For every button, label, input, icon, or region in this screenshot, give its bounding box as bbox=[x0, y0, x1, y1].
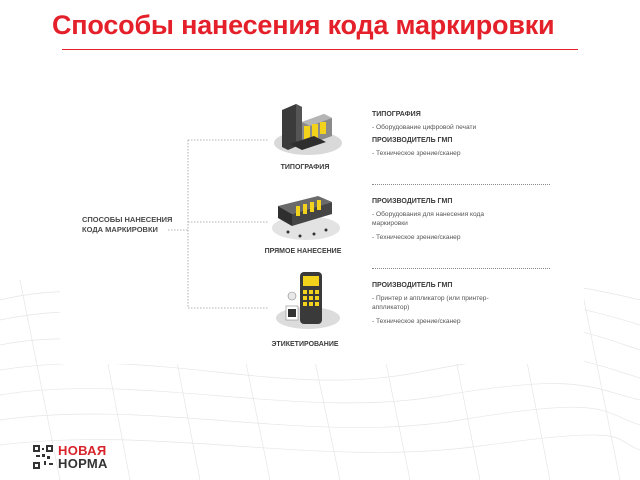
separator-1 bbox=[372, 184, 550, 185]
branch-1-item-2: - Техническое зрение/сканер bbox=[372, 150, 461, 157]
branch-3-heading-1: ПРОИЗВОДИТЕЛЬ ГМП bbox=[372, 282, 453, 289]
branch-2-description: ПРОИЗВОДИТЕЛЬ ГМП - Оборудования для нан… bbox=[372, 198, 540, 247]
separator-2 bbox=[372, 268, 550, 269]
branch-3-label: ЭТИКЕТИРОВАНИЕ bbox=[271, 341, 339, 348]
diagram-root-label: СПОСОБЫ НАНЕСЕНИЯ КОДА МАРКИРОВКИ bbox=[82, 215, 192, 235]
branch-2-item-2: - Техническое зрение/сканер bbox=[372, 234, 461, 241]
logo-word-2: НОРМА bbox=[58, 456, 108, 471]
branch-3-icon-wrap bbox=[268, 266, 348, 336]
branch-2-item-1: - Оборудования для нанесения кода маркир… bbox=[372, 211, 485, 227]
branch-1-label: ТИПОГРАФИЯ bbox=[280, 164, 330, 171]
branch-3-description: ПРОИЗВОДИТЕЛЬ ГМП - Принтер и аппликатор… bbox=[372, 282, 540, 331]
branch-1-item-1: - Оборудование цифровой печати bbox=[372, 124, 477, 131]
slide-title: Способы нанесения кода маркировки bbox=[52, 10, 555, 40]
branch-3-item-2: - Техническое зрение/сканер bbox=[372, 318, 461, 325]
title-underline bbox=[62, 49, 578, 50]
branch-1-description: ТИПОГРАФИЯ - Оборудование цифровой печат… bbox=[372, 111, 540, 163]
root-label-line1: СПОСОБЫ НАНЕСЕНИЯ bbox=[82, 215, 173, 224]
logo-word-1: НОВАЯ bbox=[58, 443, 107, 458]
branch-1-heading-1: ТИПОГРАФИЯ bbox=[372, 111, 421, 118]
branch-1-heading-2: ПРОИЗВОДИТЕЛЬ ГМП bbox=[372, 137, 453, 144]
label-printer-icon bbox=[276, 272, 340, 329]
root-label-line2: КОДА МАРКИРОВКИ bbox=[82, 225, 158, 234]
branch-2-label: ПРЯМОЕ НАНЕСЕНИЕ bbox=[264, 248, 342, 255]
brand-logo: НОВАЯ НОРМА bbox=[32, 442, 152, 472]
printing-press-icon bbox=[274, 104, 342, 155]
branch-3-item-1: - Принтер и аппликатор (или принтер-аппл… bbox=[372, 295, 489, 311]
qr-code-icon bbox=[32, 444, 54, 470]
branch-2-heading-1: ПРОИЗВОДИТЕЛЬ ГМП bbox=[372, 198, 453, 205]
branch-1-icon-wrap bbox=[268, 98, 348, 168]
direct-print-head-icon bbox=[272, 196, 340, 240]
branch-2-icon-wrap bbox=[266, 184, 346, 254]
